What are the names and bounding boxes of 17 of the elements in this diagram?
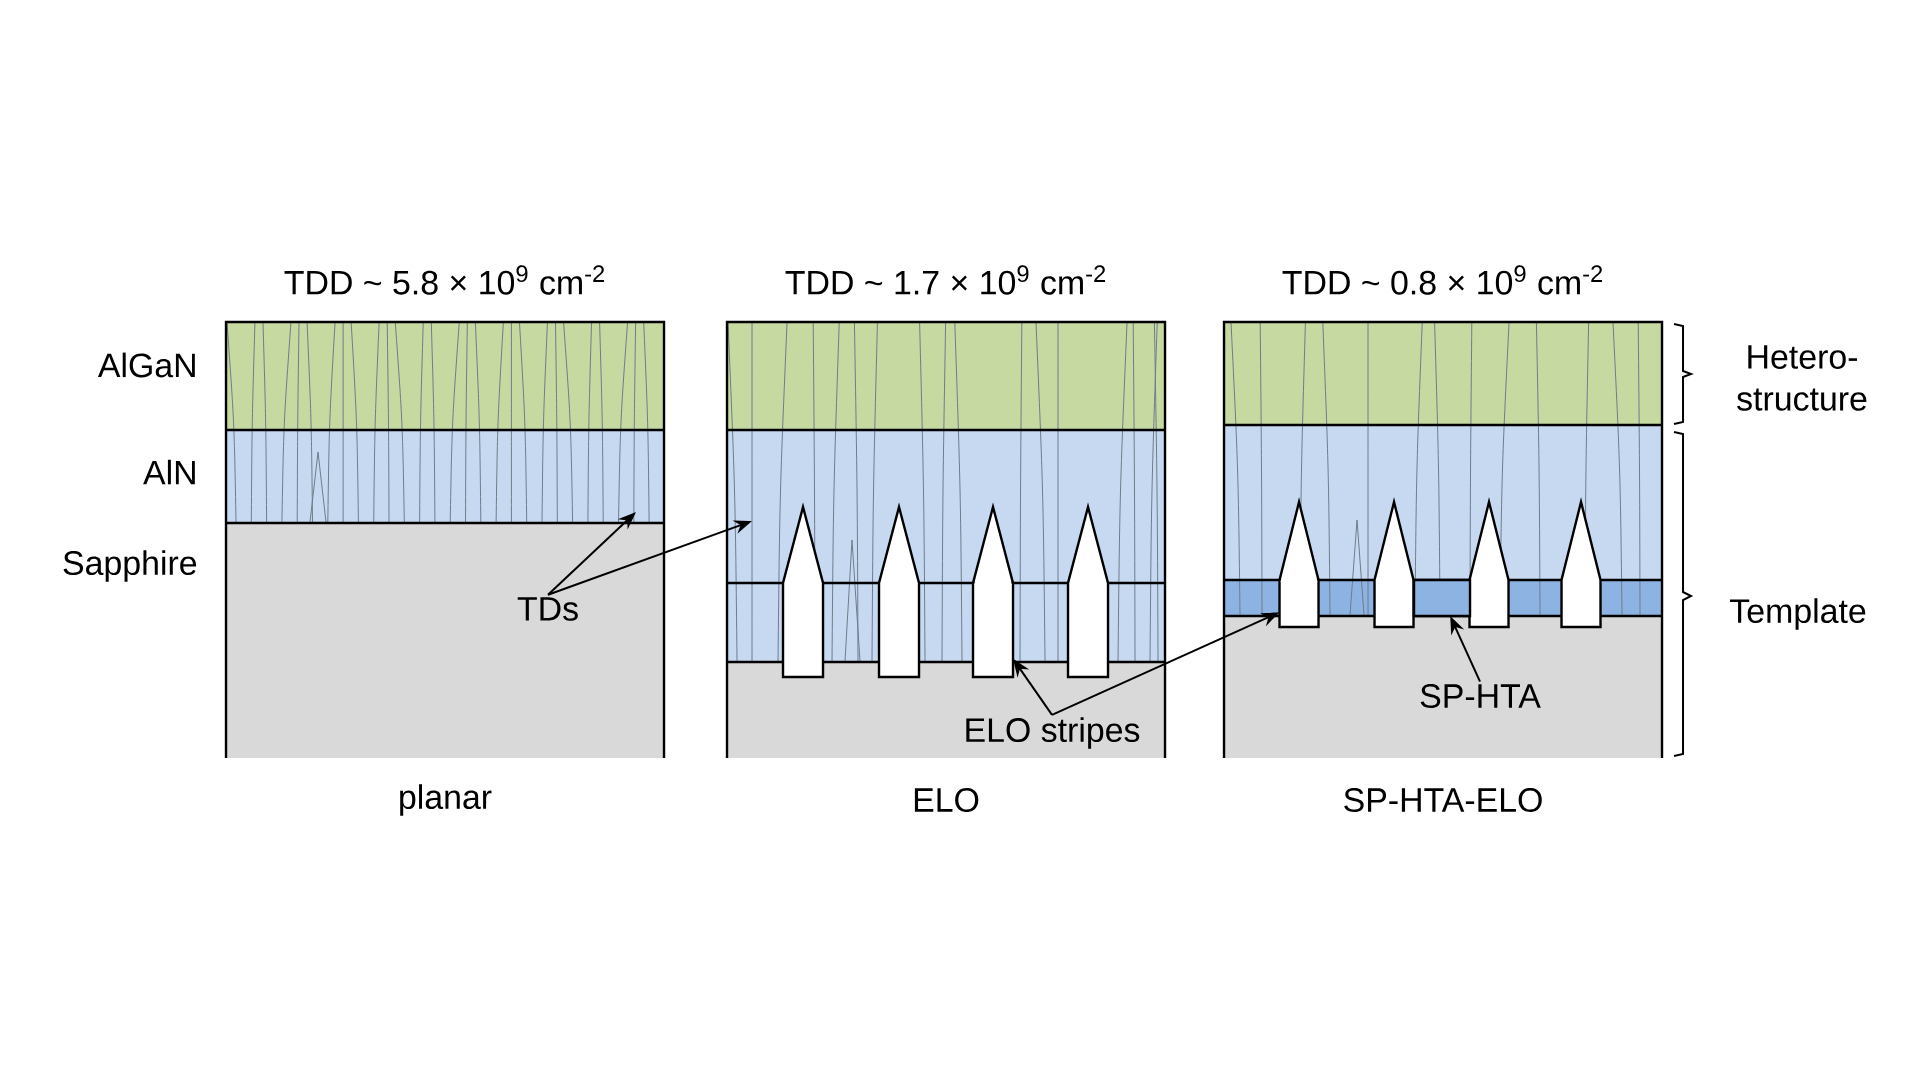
density-heading: TDD ~ 0.8 × 10$^{9}$ cm$^{-2}$ [1282,265,1603,295]
stripe [971,502,1015,679]
stripe [1278,497,1320,629]
panel-caption: SP-HTA-ELO [1344,788,1542,812]
brace-label: Hetero- structure [1737,345,1867,411]
annotation-label: TDs [517,597,578,621]
layer-label: AlGaN [97,352,195,378]
density-heading: TDD ~ 1.7 × 10$^{9}$ cm$^{-2}$ [785,265,1106,295]
panel-caption: ELO [914,788,979,812]
density-heading: TDD ~ 5.8 × 10$^{9}$ cm$^{-2}$ [284,265,605,295]
brace-label: Template [1730,598,1866,630]
layer-label: AlN [143,459,195,485]
layer-label: Sapphire [63,550,197,582]
annotation-label: ELO stripes [966,717,1140,749]
annotation-label: SP-HTA [1420,684,1541,708]
layer-band [1412,578,1472,618]
panel-caption: planar [400,784,492,816]
